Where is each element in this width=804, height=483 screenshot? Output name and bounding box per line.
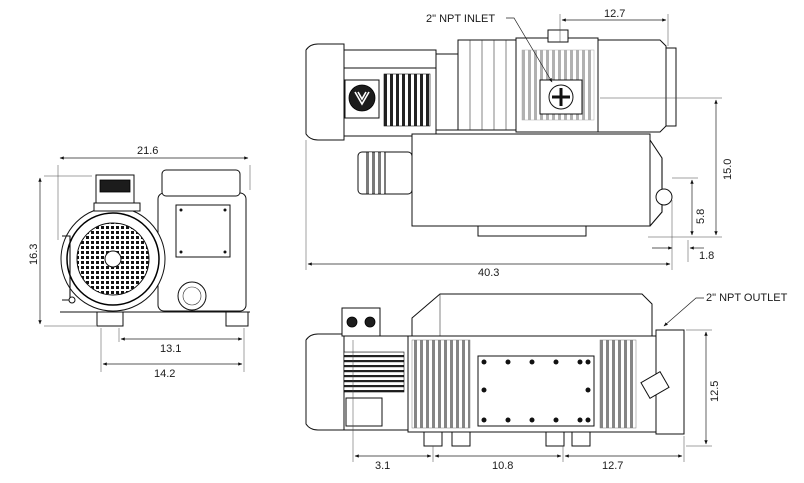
side-cover-plate xyxy=(477,355,595,427)
top-pump-main xyxy=(411,133,651,227)
dim-inlet-offset: 12.7 xyxy=(604,8,625,20)
dim-front-width: 21.6 xyxy=(137,145,158,157)
dim-motor-foot-offset: 3.1 xyxy=(375,460,390,472)
front-dimensions: 21.6 16.3 13.1 14.2 xyxy=(28,145,251,380)
front-foot-right xyxy=(225,311,249,327)
side-motor-endcap xyxy=(305,333,345,431)
dim-outlet-height: 12.5 xyxy=(709,381,721,402)
top-motor-endcap xyxy=(305,43,345,141)
inlet-callout: 2" NPT INLET xyxy=(426,13,553,83)
inlet-label: 2" NPT INLET xyxy=(426,13,495,25)
front-cover-plate xyxy=(175,204,231,258)
top-handle-knob xyxy=(655,188,673,206)
top-pump-block xyxy=(457,39,517,131)
dim-overall-height: 15.0 xyxy=(722,159,734,180)
top-dimensions: 12.7 15.0 5.8 40.3 1.8 xyxy=(305,8,734,279)
side-foot-3 xyxy=(545,431,565,447)
dim-foot-spacing: 10.8 xyxy=(492,460,513,472)
front-pump-port xyxy=(177,281,207,311)
side-pump-top xyxy=(411,293,653,337)
top-view xyxy=(305,29,677,237)
outlet-callout: 2" NPT OUTLET xyxy=(663,292,788,327)
dim-front-height: 16.3 xyxy=(28,244,40,265)
side-foot-4 xyxy=(571,431,591,447)
front-pump-top xyxy=(161,169,241,197)
top-filter-housing xyxy=(597,39,667,133)
dim-foot-height: 5.8 xyxy=(695,209,707,224)
side-outlet-housing xyxy=(655,329,685,435)
front-foot-left xyxy=(96,311,124,327)
side-view xyxy=(305,293,685,447)
cable-gland-icon-left xyxy=(346,316,358,328)
dim-overall-length: 40.3 xyxy=(478,267,499,279)
dim-rear-foot-offset: 12.7 xyxy=(602,460,623,472)
dim-handle-offset: 1.8 xyxy=(699,250,714,262)
side-foot-2 xyxy=(451,431,471,447)
side-dimensions: 12.5 3.1 10.8 12.7 xyxy=(352,329,721,472)
dim-front-base-inner: 13.1 xyxy=(160,343,181,355)
front-motor-ring xyxy=(66,212,160,306)
outlet-label: 2" NPT OUTLET xyxy=(706,292,788,304)
dim-front-base-outer: 14.2 xyxy=(154,368,175,380)
front-view xyxy=(60,169,250,327)
side-foot-1 xyxy=(423,431,443,447)
cable-gland-icon-right xyxy=(364,316,376,328)
